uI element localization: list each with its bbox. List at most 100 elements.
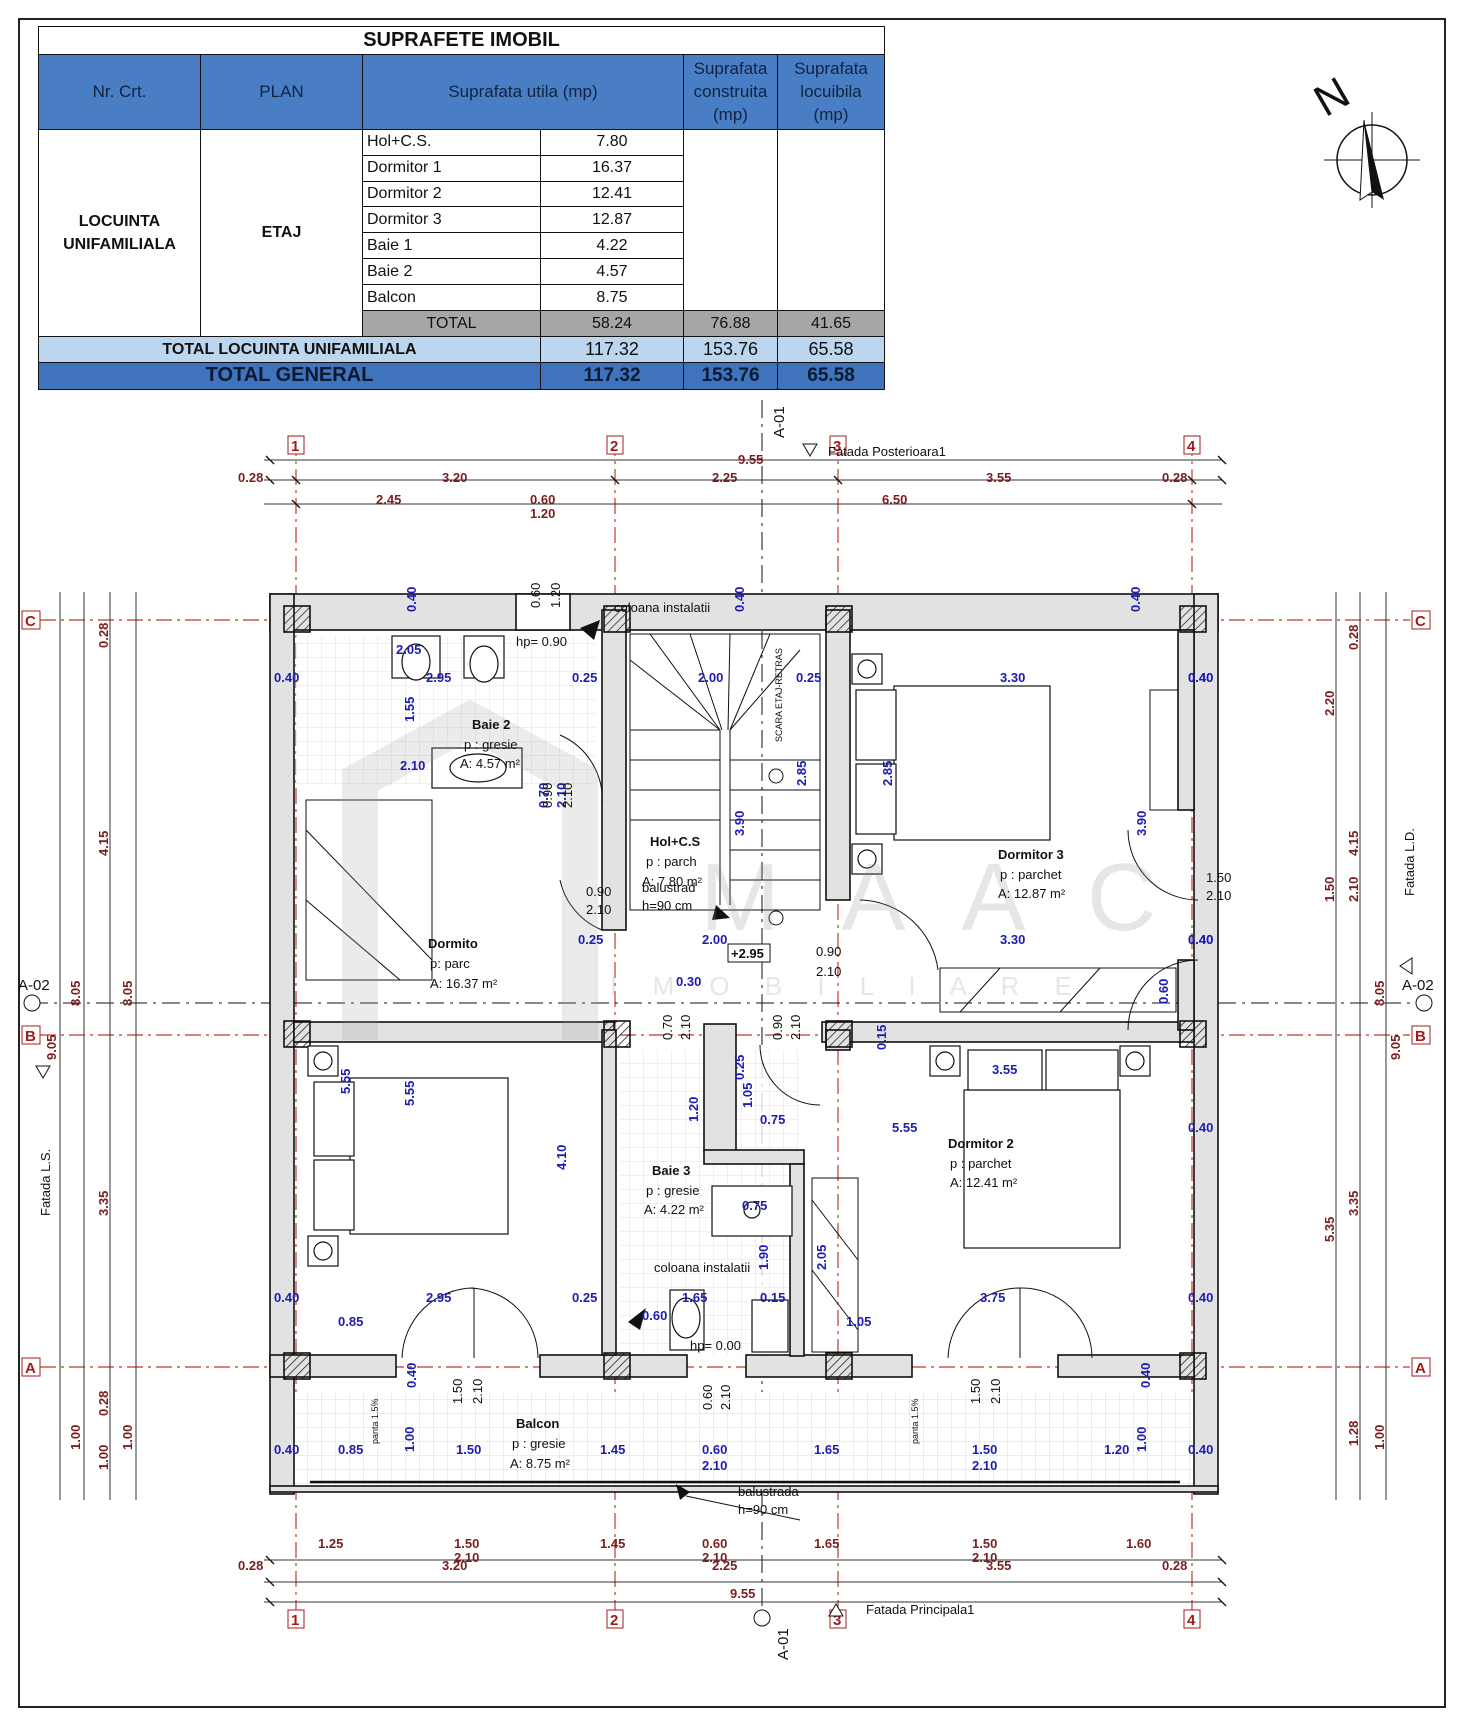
- dim-bottom-2: 3.55: [986, 1558, 1011, 1573]
- dim-inner: 2.05: [814, 1245, 829, 1270]
- dim-inner: 0.40: [274, 1290, 299, 1305]
- dim-inner: 0.85: [338, 1314, 363, 1329]
- room-value: 4.22: [540, 232, 684, 260]
- dim-inner: 0.60: [642, 1308, 667, 1323]
- grid-tag-b: B: [25, 1028, 36, 1045]
- dim-inner: 0.40: [1138, 1363, 1153, 1388]
- dim-inner: 2.00: [698, 670, 723, 685]
- header-utila: Suprafata utila (mp): [362, 54, 684, 130]
- note-balustrada-bottom-h: h=90 cm: [738, 1502, 788, 1517]
- dim-left: 3.35: [96, 1191, 111, 1216]
- grid-tag-3: 3: [833, 438, 841, 455]
- grid-tag-a: A: [25, 1360, 36, 1377]
- dim-inner: 0.25: [732, 1055, 747, 1080]
- dim-right: 5.35: [1322, 1217, 1337, 1242]
- dim-inner: 1.65: [682, 1290, 707, 1305]
- dim-inner: 0.40: [1128, 587, 1143, 612]
- dim-inner: 0.25: [578, 932, 603, 947]
- header-construita-l2: construita: [693, 82, 768, 102]
- building: [269, 593, 1219, 1521]
- room-baie3-floor: p : gresie: [646, 1183, 699, 1198]
- room-name: Baie 1: [362, 232, 541, 260]
- dim-inner: 0.90: [586, 884, 611, 899]
- total-locuibila: 41.65: [776, 310, 886, 338]
- room-value: 4.57: [540, 258, 684, 286]
- dim-opening: 0.90: [816, 944, 841, 959]
- room-baie2-area: A: 4.57 m²: [460, 756, 521, 771]
- dim-inner: 1.45: [600, 1442, 625, 1457]
- dim-bottom: 1.50: [972, 1536, 997, 1551]
- section-a01-top: A-01: [771, 406, 788, 438]
- dim-bottom-2: 0.28: [1162, 1558, 1187, 1573]
- group-line-2: UNIFAMILIALA: [63, 235, 176, 253]
- dim-inner: 2.10: [400, 758, 425, 773]
- dim-left: 0.28: [96, 1391, 111, 1416]
- dim-inner: 2.10: [586, 902, 611, 917]
- dim-inner: 1.55: [402, 697, 417, 722]
- dim-bottom-2: 0.28: [238, 1558, 263, 1573]
- dim-inner: 2.10: [788, 1015, 803, 1040]
- note-coloana-bottom: coloana instalatii: [654, 1260, 750, 1275]
- dim-inner: 3.90: [1134, 811, 1149, 836]
- room-dormitor1-area: A: 16.37 m²: [430, 976, 498, 991]
- total-general-locuibila: 65.58: [776, 361, 886, 391]
- room-dormitor1-floor: p: parc: [430, 956, 470, 971]
- dim-right: 1.00: [1372, 1425, 1387, 1450]
- dim-right: 4.15: [1346, 831, 1361, 856]
- room-baie2-floor: p : gresie: [464, 737, 517, 752]
- grid-tag-1: 1: [291, 438, 299, 455]
- grid-tag-a-right: A: [1415, 1360, 1426, 1377]
- dim-inner: 0.40: [1188, 1120, 1213, 1135]
- grid-tag-c-right: C: [1415, 613, 1426, 630]
- room-balcon-name: Balcon: [516, 1416, 559, 1431]
- dim-inner: 1.50: [456, 1442, 481, 1457]
- header-locuibila-l3: (mp): [813, 105, 849, 125]
- total-utila: 58.24: [540, 310, 684, 338]
- dim-opening: 2.10: [1206, 888, 1231, 903]
- note-panta-2: panta 1.5%: [910, 1398, 920, 1444]
- dim-bottom: 1.60: [1126, 1536, 1151, 1551]
- dim-top: 0.28: [1162, 470, 1187, 485]
- dim-inner: 3.90: [732, 811, 747, 836]
- watermark-sub: I M O B I L I A R E: [610, 971, 1086, 1001]
- dim-inner: 2.10: [678, 1015, 693, 1040]
- dim-opening: 0.60: [528, 583, 543, 608]
- dim-inner: 0.15: [874, 1025, 889, 1050]
- dim-left: 1.00: [68, 1425, 83, 1450]
- dim-bottom-total: 9.55: [730, 1586, 755, 1601]
- header-construita: Suprafata construita (mp): [683, 54, 778, 130]
- total-locuinta-construita: 153.76: [683, 336, 778, 363]
- facade-posterioara: Fatada Posterioara1: [828, 444, 946, 459]
- dim-inner: 5.55: [402, 1081, 417, 1106]
- dim-left: 1.00: [120, 1425, 135, 1450]
- room-dormitor2-name: Dormitor 2: [948, 1136, 1014, 1151]
- dim-inner: 1.00: [402, 1427, 417, 1452]
- dim-opening: 1.50: [968, 1379, 983, 1404]
- dim-right: 8.05: [1372, 981, 1387, 1006]
- room-dormitor1-name: Dormito: [428, 936, 478, 951]
- dim-inner: 2.85: [880, 761, 895, 786]
- grid-tag-b-right: B: [1415, 1028, 1426, 1045]
- plan-cell: ETAJ: [200, 128, 363, 338]
- dim-opening: 0.60: [700, 1385, 715, 1410]
- dim-inner: 1.65: [814, 1442, 839, 1457]
- group-line-1: LOCUINTA: [78, 212, 161, 230]
- dim-right: 1.28: [1346, 1421, 1361, 1446]
- room-value: 12.87: [540, 206, 684, 234]
- header-locuibila-l2: locuibila: [800, 82, 862, 102]
- note-hp-bottom: hp= 0.00: [690, 1338, 741, 1353]
- dim-right: 9.05: [1388, 1035, 1403, 1060]
- section-a01-bottom: A-01: [775, 1628, 792, 1660]
- dim-inner: 5.55: [338, 1069, 353, 1094]
- total-label: TOTAL: [362, 310, 541, 338]
- dim-inner: 1.50: [972, 1442, 997, 1457]
- dim-inner: 3.55: [992, 1062, 1017, 1077]
- dim-left: 0.28: [96, 623, 111, 648]
- dim-inner: 0.15: [760, 1290, 785, 1305]
- dim-inner: 4.10: [554, 1145, 569, 1170]
- room-name: Dormitor 2: [362, 180, 541, 208]
- dim-inner: 0.40: [274, 1442, 299, 1457]
- dim-inner: 1.05: [740, 1083, 755, 1108]
- dim-inner: 3.30: [1000, 932, 1025, 947]
- total-general-construita: 153.76: [683, 361, 778, 391]
